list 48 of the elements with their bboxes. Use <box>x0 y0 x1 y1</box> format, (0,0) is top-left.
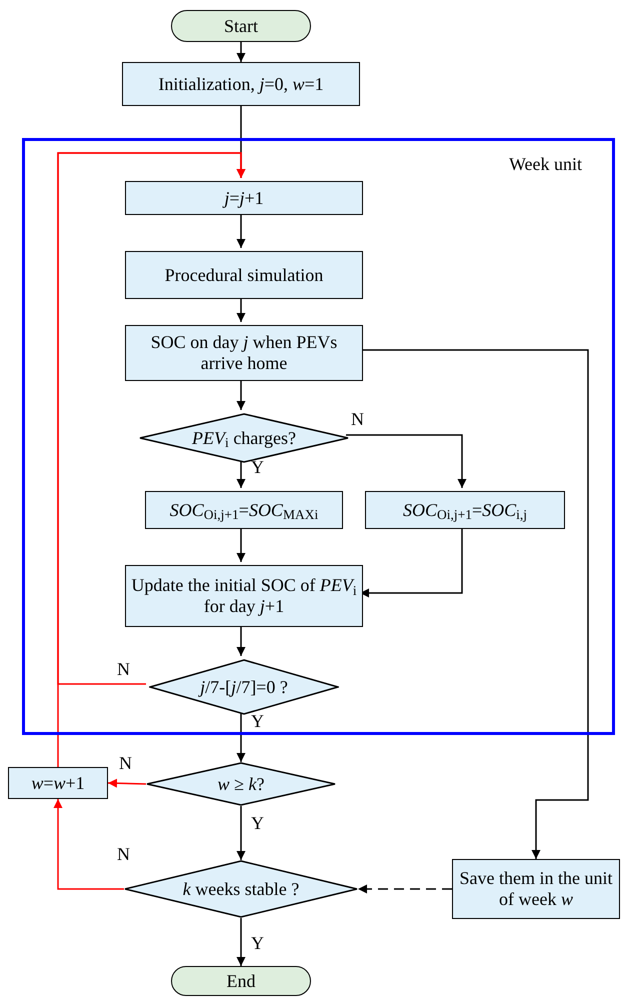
arrow <box>236 806 246 860</box>
node-text: End <box>226 970 256 992</box>
node-text: PEV$_{i}$ charges? <box>192 428 296 448</box>
process-box <box>125 325 363 381</box>
edge-label: Y <box>250 934 265 952</box>
edge-label: N <box>116 845 131 863</box>
arrow <box>236 918 246 966</box>
node-text: j=j+1 <box>224 188 264 208</box>
edge-label: N <box>118 754 133 772</box>
process-box <box>365 491 565 529</box>
edge-label: N <box>350 410 365 428</box>
node-text: Start <box>224 16 258 36</box>
process-box <box>122 62 360 106</box>
edge-label: Y <box>250 712 265 730</box>
decision-diamond <box>146 762 336 806</box>
node-text: k weeks stable ? <box>182 878 300 900</box>
edge-label: Y <box>250 814 265 832</box>
decision-diamond <box>124 860 358 918</box>
start-terminal <box>171 10 311 42</box>
node-text: Update the initial SOC of PEV$_{i}$ for day j+1 <box>130 575 358 617</box>
node-text: Initialization, j=0, w=1 <box>158 74 324 94</box>
node-text: SOC on day j when PEVs arrive home <box>150 332 338 374</box>
arrow <box>108 778 146 788</box>
node-text: j/7-[j/7]=0 ? <box>200 676 288 698</box>
arrow <box>346 434 466 488</box>
process-box <box>125 181 363 215</box>
decision-diamond <box>139 413 349 463</box>
process-box <box>125 565 363 627</box>
process-box <box>125 251 363 299</box>
group-frame <box>22 138 615 735</box>
decision-diamond <box>149 659 339 715</box>
arrow <box>236 460 246 488</box>
node-text: w ≥ k? <box>218 774 264 794</box>
process-box <box>145 491 343 529</box>
process-box <box>452 859 620 919</box>
node-text: Save them in the unit of week w <box>458 868 614 910</box>
arrow <box>54 799 124 890</box>
node-text: Procedural simulation <box>164 264 324 286</box>
node-text: SOC$_{Oi,j+1}$=SOC$_{i,j}$ <box>402 500 528 520</box>
node-text: SOC$_{Oi,j+1}$=SOC$_{MAXi}$ <box>170 500 318 520</box>
node-text: w=w+1 <box>31 772 85 794</box>
arrow <box>358 884 452 894</box>
process-box <box>8 767 108 799</box>
edge-label: N <box>116 660 131 678</box>
arrow <box>236 42 246 62</box>
group-title: Week unit <box>508 153 582 176</box>
end-terminal <box>171 966 311 996</box>
arrow <box>236 712 246 762</box>
